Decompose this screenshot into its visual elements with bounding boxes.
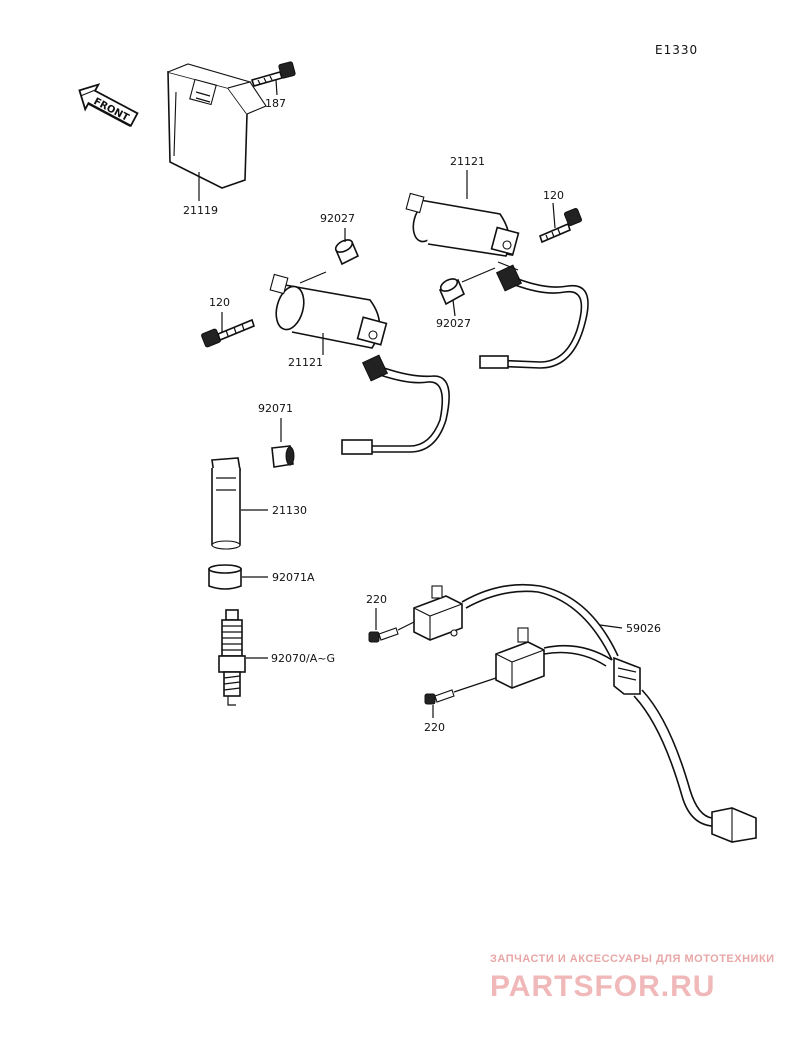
part-92071A-seal [208,564,242,590]
label-92027-top: 92027 [320,212,355,225]
label-21121-left: 21121 [288,356,323,369]
part-92027-cap-right [438,278,466,306]
label-120-left: 120 [209,296,230,309]
part-120-bolt-top [539,207,583,244]
front-arrow-icon: FRONT [78,83,139,127]
part-92071-cap [271,445,295,468]
part-120-bolt-left [201,318,255,348]
part-21121-coil-left [269,273,389,382]
watermark-logo: PARTSFOR.RU [490,970,715,1003]
diagram-code: E1330 [655,43,698,57]
part-21119-igniter [167,63,267,189]
label-92027-right: 92027 [436,317,471,330]
part-187-bolt [250,61,296,87]
label-120-top: 120 [543,189,564,202]
label-92070: 92070/A~G [271,652,335,665]
part-220-bolt-top [368,627,399,643]
label-59026: 59026 [626,622,661,635]
part-220-bolt-bottom [424,689,455,705]
part-59026-harness [413,583,757,843]
label-92071: 92071 [258,402,293,415]
label-21121-top: 21121 [450,155,485,168]
part-21130-plug-cap [211,457,241,550]
watermark-tagline: ЗАПЧАСТИ И АКСЕССУАРЫ ДЛЯ МОТОТЕХНИКИ [490,953,775,965]
label-220-top: 220 [366,593,387,606]
label-187: 187 [265,97,286,110]
label-220-bottom: 220 [424,721,445,734]
part-92070-spark-plug [218,609,246,706]
label-21119: 21119 [183,204,218,217]
part-21121-coil-right [405,192,523,292]
part-92027-cap-left [334,239,360,266]
label-21130: 21130 [272,504,307,517]
label-92071A: 92071A [272,571,315,584]
